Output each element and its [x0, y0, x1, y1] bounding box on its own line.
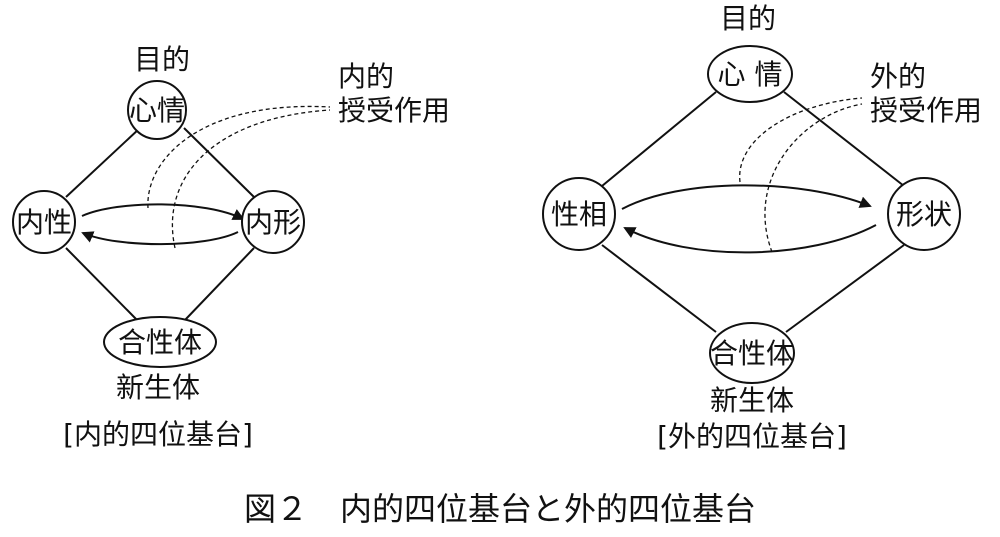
give-take-dashed-curve-2 [171, 109, 331, 249]
give-take-dashed-curve-1 [739, 97, 863, 183]
give-take-label-line1: 内的 [338, 60, 394, 93]
edge-right-bottom [785, 244, 905, 333]
edge-top-right [183, 127, 255, 198]
outer-four-position-diagram: 目的 心 情 性相 形状 合性体 外的 授受作用 新生体 [外的四位基台] [542, 2, 982, 453]
arrow-outer-to-right [621, 184, 872, 210]
node-circle-left [12, 190, 76, 254]
purpose-label: 目的 [720, 2, 776, 35]
arrow-inner-to-left [81, 231, 239, 246]
new-body-label: 新生体 [116, 371, 200, 404]
node-circle-left [542, 177, 616, 251]
give-take-label-line2: 授受作用 [338, 94, 450, 127]
node-bottom-label: 合性体 [118, 326, 202, 359]
node-left-label: 性相 [551, 198, 607, 231]
edge-top-left [601, 91, 717, 187]
figure-caption: 図２ 内的四位基台と外的四位基台 [244, 490, 756, 528]
node-top-label: 心 情 [718, 58, 783, 91]
node-circle-top [127, 80, 187, 140]
node-ellipse-bottom [709, 322, 795, 384]
edge-right-bottom [184, 247, 255, 321]
edge-top-left [65, 127, 141, 198]
new-body-label: 新生体 [710, 384, 794, 417]
give-take-label-line1: 外的 [870, 60, 926, 93]
arrow-inner-to-right [81, 203, 245, 220]
inner-four-position-diagram: 目的 心情 内性 内形 合性体 内的 授受作用 新生体 [内的四位基台] [12, 43, 450, 451]
node-circle-right [887, 177, 961, 251]
node-left-label: 内性 [16, 206, 72, 239]
purpose-label: 目的 [134, 43, 190, 76]
edge-top-right [783, 91, 905, 187]
node-ellipse-top [707, 45, 793, 103]
node-top-label: 心情 [129, 94, 185, 127]
give-take-dashed-curve-1 [147, 105, 331, 209]
edge-left-bottom [65, 247, 138, 321]
node-right-label: 形状 [896, 198, 952, 231]
give-take-dashed-curve-2 [764, 103, 863, 253]
arrow-outer-to-left [623, 224, 877, 254]
give-take-label-line2: 授受作用 [870, 94, 982, 127]
node-circle-right [241, 190, 305, 254]
diagram-title: [外的四位基台] [657, 420, 847, 453]
node-ellipse-bottom [103, 316, 217, 368]
edge-left-bottom [601, 244, 717, 333]
node-bottom-label: 合性体 [710, 337, 794, 370]
diagram-title: [内的四位基台] [63, 418, 253, 451]
node-right-label: 内形 [245, 206, 301, 239]
